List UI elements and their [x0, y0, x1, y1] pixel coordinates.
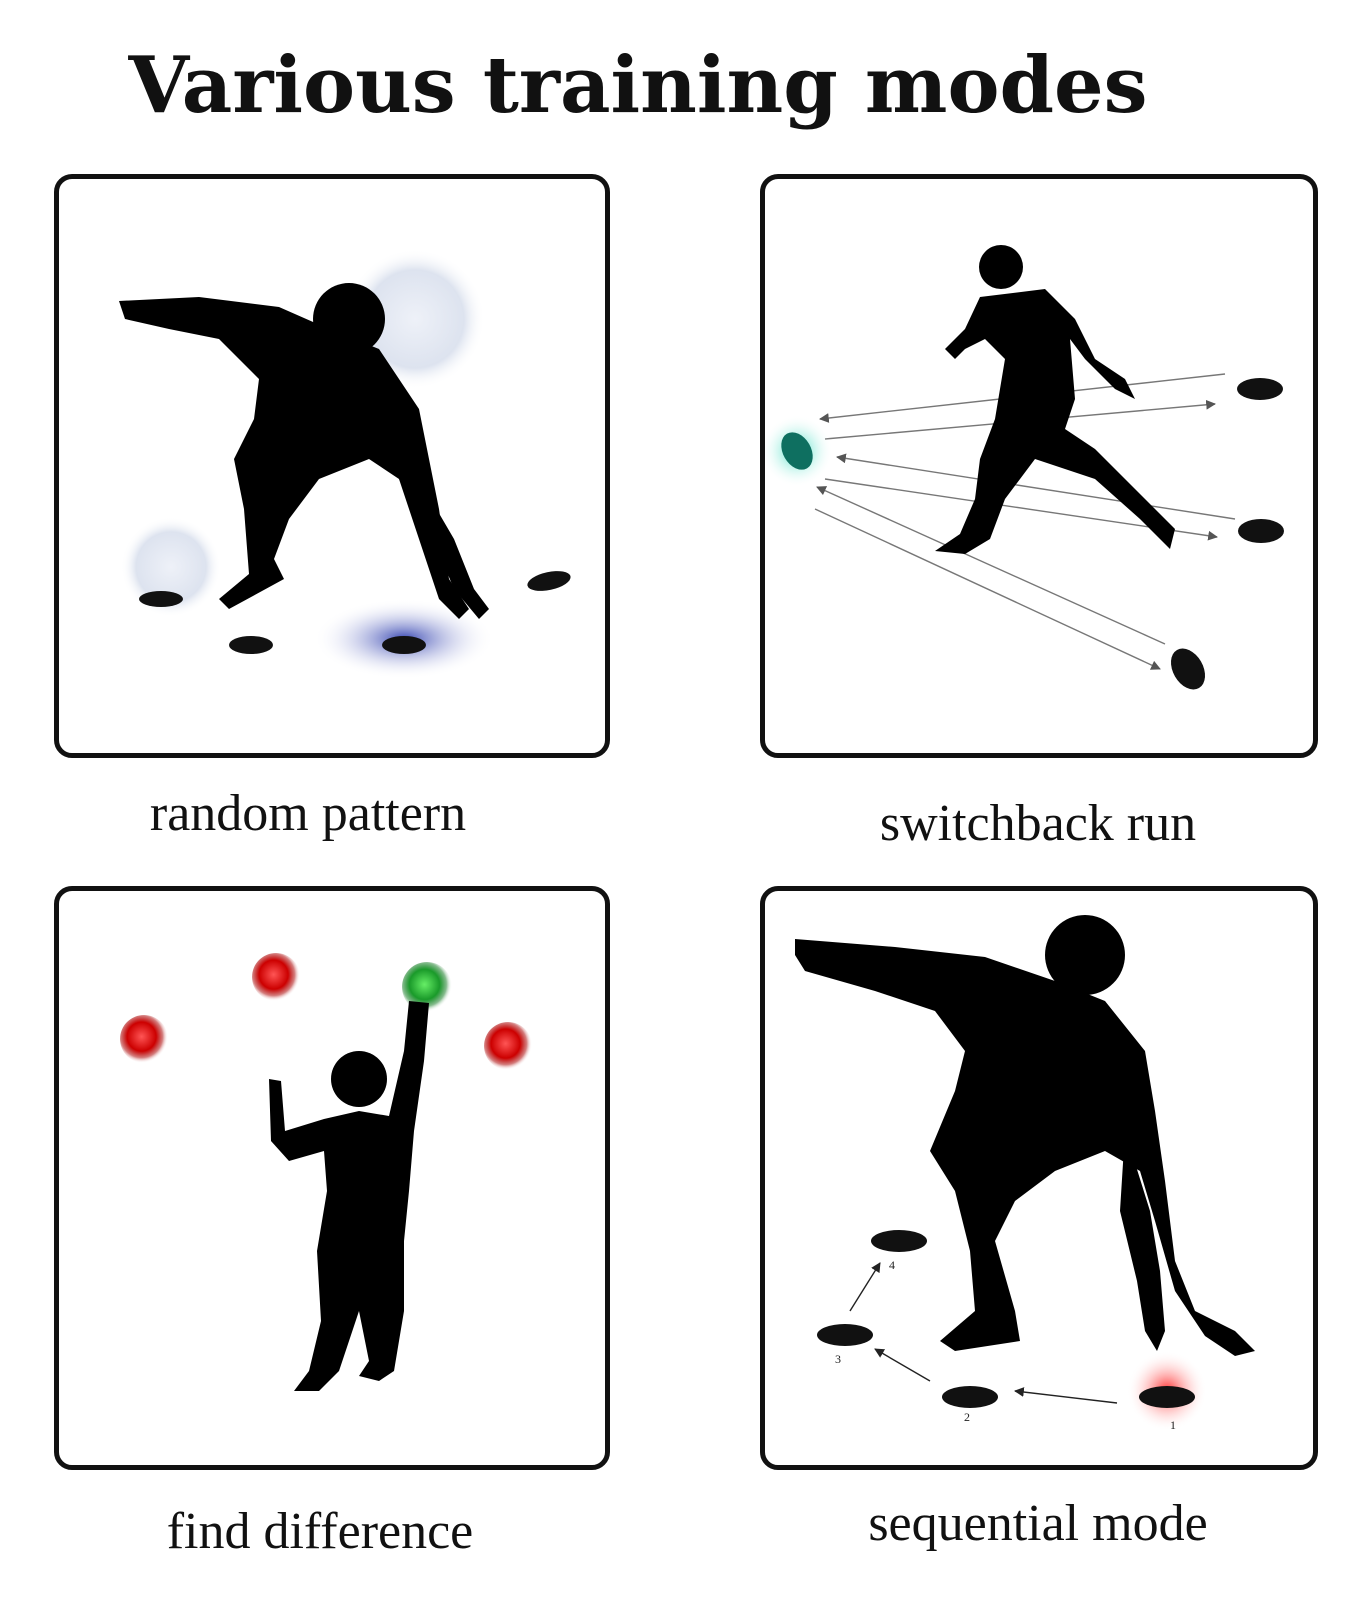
mode-panel-sequential-mode: 1 2 3 4: [760, 886, 1318, 1470]
training-pod: [1238, 519, 1284, 543]
sequence-label-2: 2: [964, 1410, 970, 1424]
training-pod-4: [871, 1230, 927, 1252]
caption-random-pattern: random pattern: [149, 785, 467, 842]
training-pod: [1170, 648, 1206, 690]
caption-sequential-mode: sequential mode: [868, 1495, 1208, 1552]
training-pod-2: [942, 1386, 998, 1408]
find-difference-illustration: [120, 953, 532, 1391]
red-light: [120, 1015, 168, 1063]
training-pod: [1237, 378, 1283, 400]
training-pod-1: [1139, 1386, 1195, 1408]
green-light: [402, 962, 452, 1012]
mode-panel-random-pattern: [54, 174, 610, 758]
sequential-mode-illustration: 1 2 3 4: [795, 915, 1255, 1432]
random-pattern-illustration: [119, 249, 571, 679]
sequence-label-4: 4: [889, 1258, 895, 1272]
mode-panel-switchback-run: [760, 174, 1318, 758]
switchback-run-illustration: [765, 245, 1284, 690]
training-pod-3: [817, 1324, 873, 1346]
caption-find-difference: find difference: [166, 1503, 474, 1560]
training-pod: [527, 571, 571, 591]
red-light: [252, 953, 300, 1001]
child-silhouette: [269, 1001, 429, 1391]
reacher-silhouette: [119, 283, 489, 619]
training-pod: [229, 636, 273, 654]
sequence-label-1: 1: [1170, 1418, 1176, 1432]
training-pod-lit: [781, 432, 813, 470]
sequence-arrows: [849, 1262, 1118, 1404]
mode-panel-find-difference: [54, 886, 610, 1470]
caption-switchback-run: switchback run: [879, 795, 1197, 852]
runner-silhouette: [935, 245, 1175, 554]
reacher-silhouette: [795, 915, 1255, 1356]
white-light-orb: [121, 517, 221, 617]
training-pod-lit: [382, 636, 426, 654]
sequence-label-3: 3: [835, 1352, 841, 1366]
page-title: Various training modes: [128, 40, 1148, 131]
training-pod: [139, 591, 183, 607]
red-light: [484, 1022, 532, 1070]
